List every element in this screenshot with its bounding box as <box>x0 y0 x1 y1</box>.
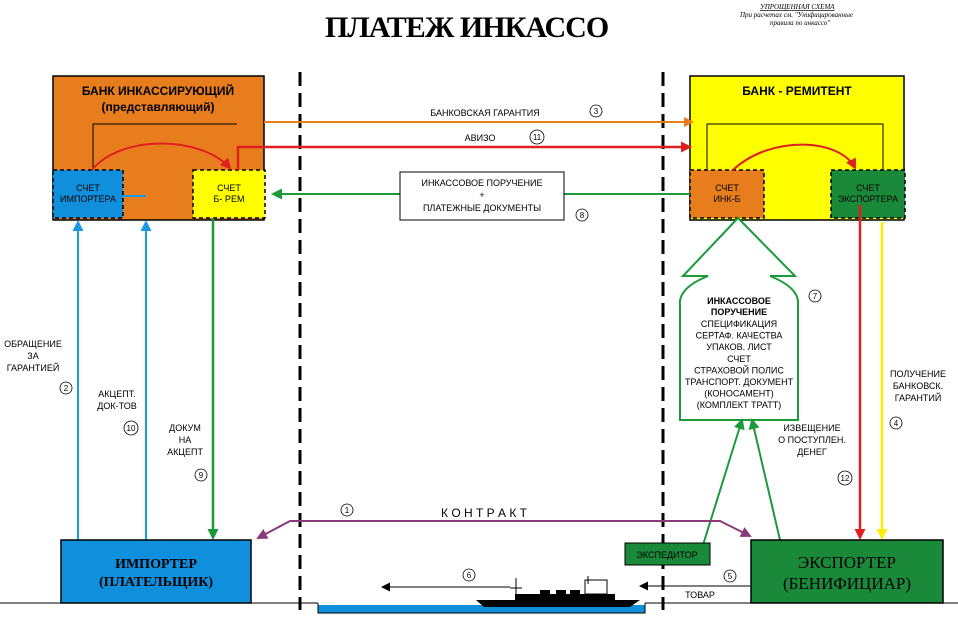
collection-doc-item: ТРАНСПОРТ. ДОКУМЕНТ <box>685 377 794 387</box>
bank-remitting-title: БАНК - РЕМИТЕНТ <box>742 84 852 98</box>
num-circle-4 <box>889 416 903 430</box>
arrow-forwarder-docs <box>702 418 745 546</box>
account-b-rem-line1: СЧЕТ <box>217 183 241 193</box>
num-circle-2 <box>59 381 73 395</box>
num-circle-10 <box>123 420 139 436</box>
importer-box: ИМПОРТЕР (ПЛАТЕЛЬЩИК) <box>60 539 252 604</box>
num-9: 9 <box>199 471 204 480</box>
num-7: 7 <box>813 292 818 301</box>
account-b-rem: СЧЕТ Б- РЕМ <box>192 169 266 219</box>
num-circle-3 <box>589 104 603 118</box>
num-3: 3 <box>594 107 599 116</box>
collection-doc-item: СЕРТАФ. КАЧЕСТВА <box>696 331 783 341</box>
water <box>318 605 645 613</box>
label-request-guarantee-3: ГАРАНТИЕЙ <box>7 362 60 373</box>
label-acceptance-1: АКЦЕПТ. <box>98 389 135 399</box>
label-request-guarantee-1: ОБРАЩЕНИЕ <box>4 339 62 349</box>
note-line-1: УПРОЩЕННАЯ СХЕМА <box>760 3 835 11</box>
importer-line1: ИМПОРТЕР <box>115 557 197 572</box>
page-title: ПЛАТЕЖ ИНКАССО <box>325 11 608 44</box>
num-circle-8 <box>575 208 589 222</box>
num-11: 11 <box>533 133 542 142</box>
arrow-exporter-docs <box>748 418 781 541</box>
label-receipt-guarantee-2: БАНКОВСК. <box>893 381 943 391</box>
num-4: 4 <box>894 419 899 428</box>
label-goods: ТОВАР <box>685 590 715 600</box>
label-bank-guarantee: БАНКОВСКАЯ ГАРАНТИЯ <box>430 108 539 118</box>
num-8: 8 <box>580 211 585 220</box>
label-aviso: АВИЗО <box>465 133 496 143</box>
num-6: 6 <box>467 571 472 580</box>
bank-collecting-line1: БАНК ИНКАССИРУЮЩИЙ <box>82 83 234 98</box>
num-10: 10 <box>127 424 136 433</box>
account-exporter-line1: СЧЕТ <box>856 183 880 193</box>
account-importer-line1: СЧЕТ <box>76 183 100 193</box>
account-exporter-line2: ЭКСПОРТЕРА <box>838 194 898 204</box>
account-ink-b-line1: СЧЕТ <box>715 183 739 193</box>
bank-collecting-line2: (представляющий) <box>102 100 215 114</box>
collection-doc-item: СЧЕТ <box>727 354 751 364</box>
label-receipt-guarantee-1: ПОЛУЧЕНИЕ <box>890 369 946 379</box>
arrow-transfer-right <box>732 143 856 171</box>
collection-doc-item: (КОНОСАМЕНТ) <box>704 389 773 399</box>
account-importer: СЧЕТ ИМПОРТЕРА <box>52 169 124 219</box>
collection-docs-heading1: ИНКАССОВОЕ <box>707 296 771 306</box>
num-circle-12 <box>837 470 853 486</box>
num-5: 5 <box>728 572 733 581</box>
num-circle-11 <box>529 129 545 145</box>
num-circle-5 <box>723 569 737 583</box>
label-request-guarantee-2: ЗА <box>27 351 38 361</box>
ship-icon <box>476 576 640 607</box>
collection-docs-heading2: ПОРУЧЕНИЕ <box>711 307 767 317</box>
arrow-transfer-left <box>91 142 232 171</box>
arrow-contract-to-importer <box>256 520 500 539</box>
label-docs-for-accept-3: АКЦЕПТ <box>167 447 203 457</box>
label-docs-for-accept-2: НА <box>179 435 192 445</box>
num-1: 1 <box>345 506 350 515</box>
note-line-2: При расчетах см. "Унифицированные <box>739 11 853 19</box>
inner-line-right <box>706 123 884 170</box>
box-collection-order <box>399 171 565 221</box>
num-circle-7 <box>808 289 822 303</box>
label-receipt-guarantee-3: ГАРАНТИЙ <box>895 392 942 403</box>
num-circle-6 <box>462 568 476 582</box>
exporter-line2: (БЕНИФИЦИАР) <box>783 574 911 593</box>
collection-doc-item: СПЕЦИФИКАЦИЯ <box>701 319 777 329</box>
collection-doc-item: (КОМПЛЕКТ ТРАТТ) <box>697 400 781 410</box>
account-b-rem-line2: Б- РЕМ <box>214 194 245 204</box>
label-collection-order-3: ПЛАТЕЖНЫЕ ДОКУМЕНТЫ <box>423 203 541 213</box>
num-circle-9 <box>194 468 208 482</box>
exporter-box: ЭКСПОРТЕР (БЕНИФИЦИАР) <box>750 539 944 604</box>
account-ink-b: СЧЕТ ИНК-Б <box>689 169 765 219</box>
label-payment-notice-1: ИЗВЕЩЕНИЕ <box>783 423 840 433</box>
num-12: 12 <box>841 474 850 483</box>
label-collection-order-1: ИНКАССОВОЕ ПОРУЧЕНИЕ <box>422 178 543 188</box>
label-acceptance-2: ДОК-ТОВ <box>97 401 136 411</box>
note-line-3: правила по инкассо" <box>770 19 830 27</box>
account-importer-line2: ИМПОРТЕРА <box>60 194 116 204</box>
dock-outline <box>317 603 646 614</box>
collection-doc-item: СТРАХОВОЙ ПОЛИС <box>694 364 784 375</box>
label-docs-for-accept-1: ДОКУМ <box>169 423 201 433</box>
forwarder-label: ЭКСПЕДИТОР <box>636 550 697 560</box>
label-payment-notice-2: О ПОСТУПЛЕН. <box>778 435 846 445</box>
importer-line2: (ПЛАТЕЛЬЩИК) <box>99 575 213 590</box>
arrow-contract-to-exporter <box>500 520 752 537</box>
account-ink-b-line2: ИНК-Б <box>713 194 740 204</box>
arrow-aviso <box>236 141 692 170</box>
label-payment-notice-3: ДЕНЕГ <box>797 447 827 457</box>
account-exporter: СЧЕТ ЭКСПОРТЕРА <box>830 169 906 219</box>
collection-doc-item: УПАКОВ. ЛИСТ <box>706 342 772 352</box>
num-circle-1 <box>340 503 354 517</box>
exporter-line1: ЭКСПОРТЕР <box>798 553 896 572</box>
forwarder-box: ЭКСПЕДИТОР <box>624 542 711 566</box>
inner-line-left <box>92 123 237 170</box>
label-contract: К О Н Т Р А К Т <box>441 506 528 520</box>
label-collection-order-2: + <box>479 190 484 200</box>
num-2: 2 <box>64 384 69 393</box>
